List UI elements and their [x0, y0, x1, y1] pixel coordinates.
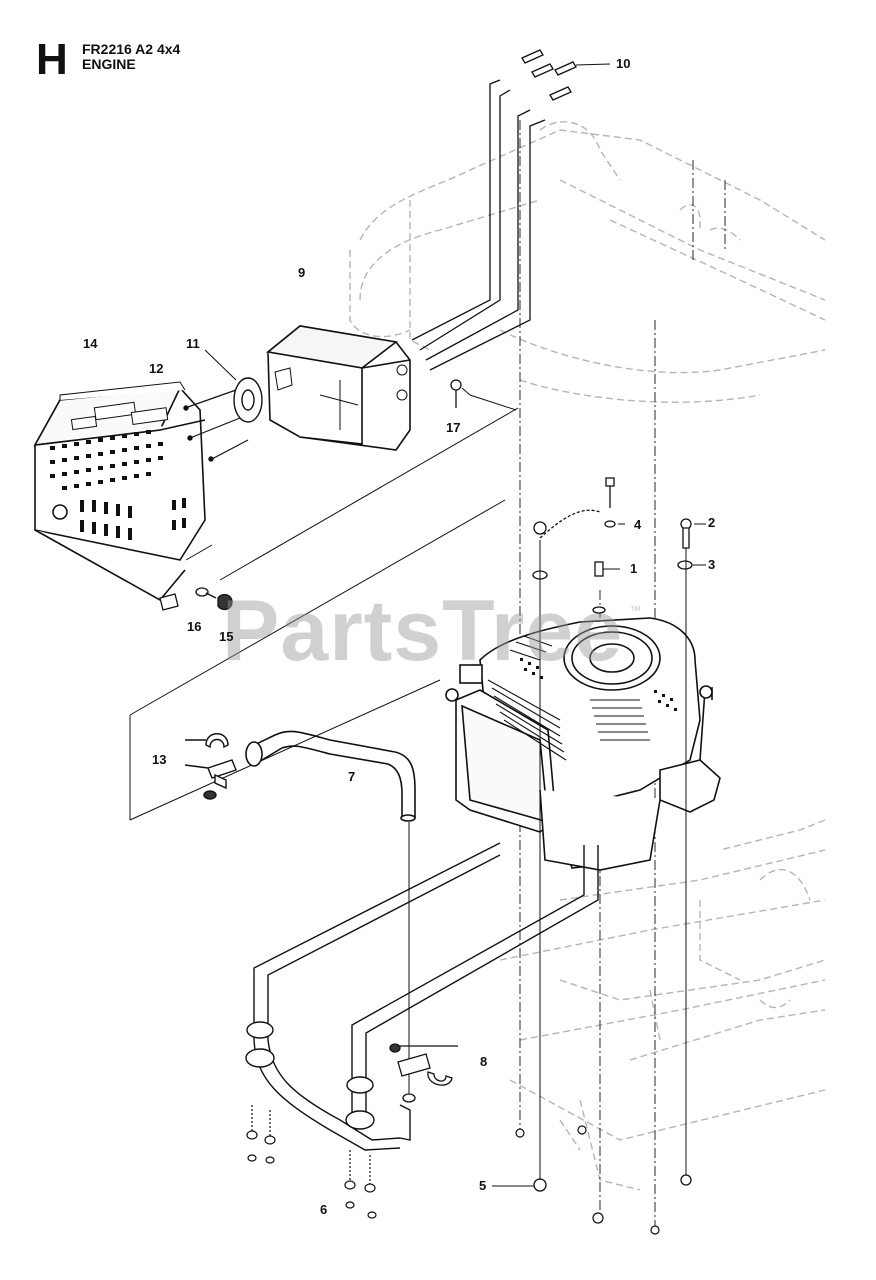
misc-nuts: [515, 1125, 660, 1235]
callout-16[interactable]: 16: [187, 619, 202, 634]
engine: [445, 617, 721, 871]
callout-8[interactable]: 8: [480, 1054, 488, 1069]
callout-9[interactable]: 9: [298, 265, 306, 280]
bolt-item-17: [450, 379, 462, 408]
title-block: FR2216 A2 4x4 ENGINE: [82, 42, 180, 72]
fuel-line-fittings: [246, 1105, 377, 1219]
leader-11: [204, 349, 237, 381]
trademark-symbol: ™: [630, 605, 641, 617]
model-number: FR2216 A2 4x4: [82, 41, 181, 57]
heat-shield-perforations: [50, 430, 186, 540]
engine-cooling-fins: [487, 635, 650, 761]
callout-7[interactable]: 7: [348, 769, 356, 784]
callout-4[interactable]: 4: [634, 517, 642, 532]
callout-13[interactable]: 13: [152, 752, 167, 767]
heat-shield: [33, 381, 206, 602]
fasteners-15-16: [159, 587, 233, 611]
callout-1[interactable]: 1: [630, 561, 638, 576]
bolts-item-10: [411, 49, 577, 371]
callout-11[interactable]: 11: [186, 336, 200, 351]
leader-10: [575, 63, 611, 66]
section-letter: H: [36, 35, 68, 84]
clip-item-8: [389, 1043, 458, 1103]
callout-12[interactable]: 12: [149, 361, 164, 376]
callout-17[interactable]: 17: [446, 420, 461, 435]
callout-15[interactable]: 15: [219, 629, 234, 644]
partstree-watermark: PartsTree: [222, 583, 624, 679]
callout-5[interactable]: 5: [479, 1178, 487, 1193]
diagram-title: ENGINE: [82, 56, 136, 72]
callout-2[interactable]: 2: [708, 515, 716, 530]
muffler: [266, 325, 411, 451]
engine-bolt-lines: [492, 523, 706, 1187]
phantom-frame: [349, 121, 826, 1191]
flange-gasket: [183, 377, 263, 462]
hose-item-7: [245, 730, 416, 1095]
callout-10[interactable]: 10: [616, 56, 631, 71]
clamps-item-13: [184, 733, 237, 800]
assembly-lines: [129, 387, 519, 821]
engine-shroud-texture: [520, 658, 677, 711]
callout-6[interactable]: 6: [320, 1202, 328, 1217]
callout-3[interactable]: 3: [708, 557, 716, 572]
callout-14[interactable]: 14: [83, 336, 98, 351]
fuel-line-item-6: [245, 842, 599, 1151]
engine-bolts: [532, 477, 693, 1192]
